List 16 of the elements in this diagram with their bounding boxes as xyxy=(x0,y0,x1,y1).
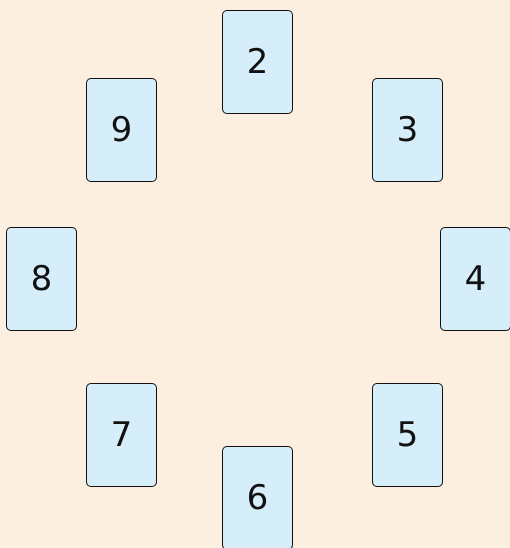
card xyxy=(440,227,510,331)
card-number: 2 xyxy=(246,42,268,82)
card-number: 3 xyxy=(396,110,418,150)
card-number: 5 xyxy=(396,415,418,455)
card-number: 8 xyxy=(30,259,52,299)
card-number: 7 xyxy=(110,415,132,455)
card xyxy=(86,383,157,487)
card xyxy=(372,383,443,487)
card-number: 9 xyxy=(110,110,132,150)
card xyxy=(6,227,77,331)
card-number: 4 xyxy=(464,259,486,299)
card xyxy=(222,446,293,548)
card xyxy=(372,78,443,182)
card xyxy=(86,78,157,182)
card-number: 6 xyxy=(246,478,268,518)
card xyxy=(222,10,293,114)
